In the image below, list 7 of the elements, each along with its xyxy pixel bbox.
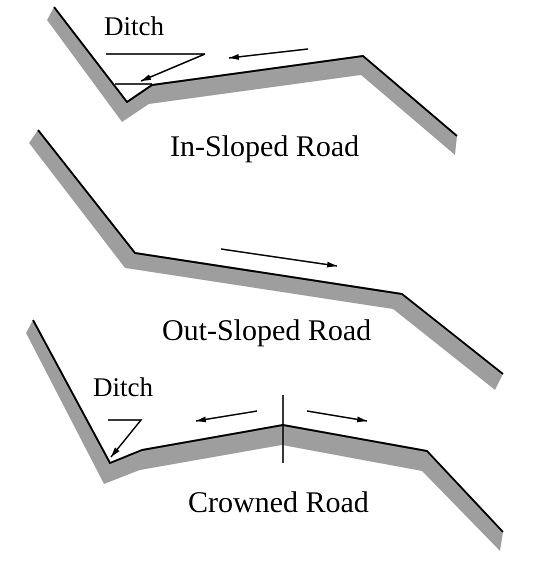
road-type-label: Out-Sloped Road xyxy=(162,316,372,346)
road-type-label: Crowned Road xyxy=(188,488,369,518)
leader-line xyxy=(108,419,143,458)
leader-line xyxy=(106,53,206,82)
callout-label: Ditch xyxy=(104,13,168,54)
callout-label: Ditch xyxy=(93,374,157,420)
road-type-label: In-Sloped Road xyxy=(170,132,360,162)
